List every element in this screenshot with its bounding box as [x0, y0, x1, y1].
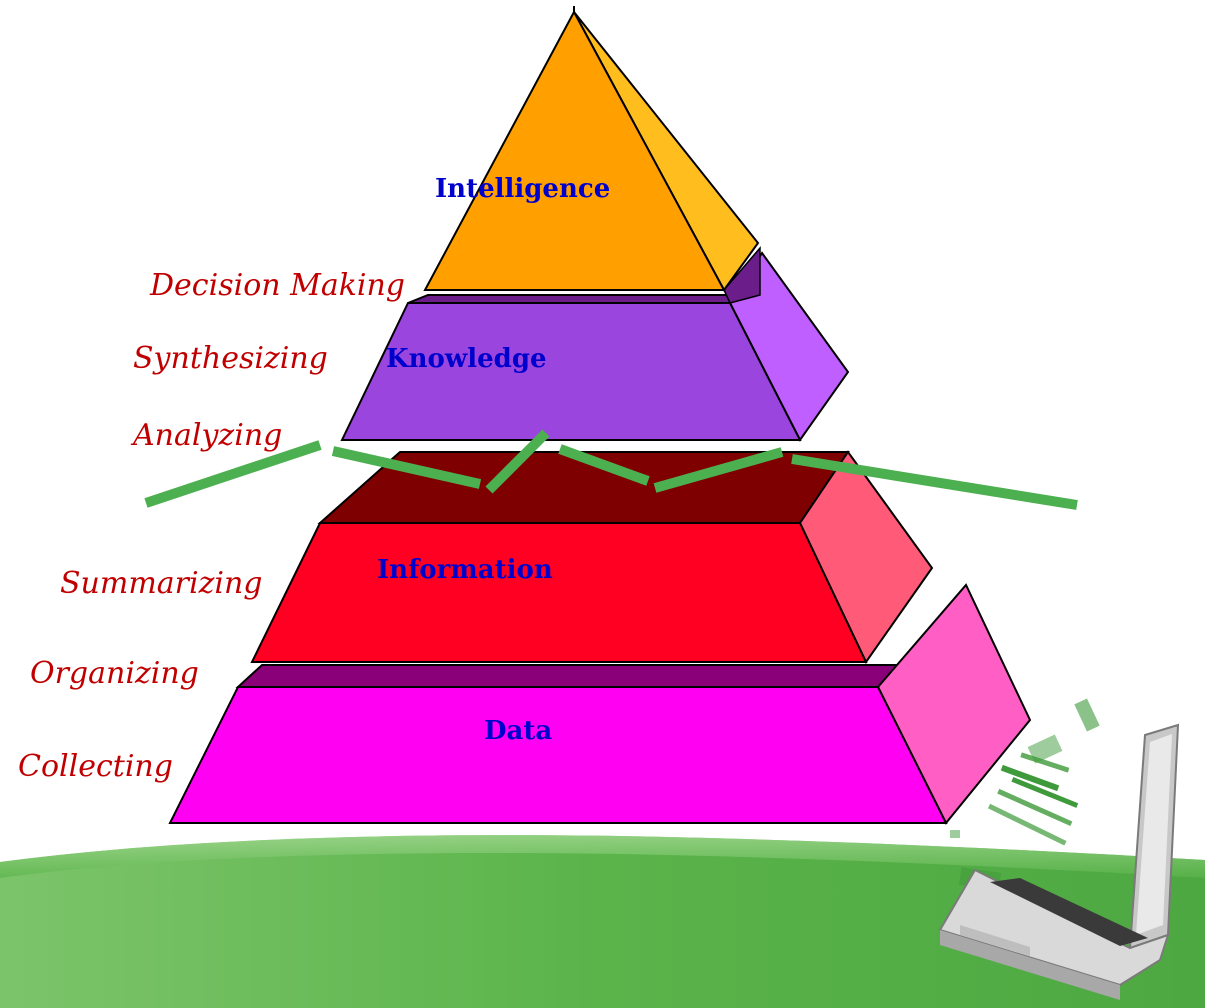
laptop-image	[938, 723, 1180, 1000]
analyzing-label: Analyzing	[130, 418, 282, 453]
data-layer-front	[168, 686, 948, 824]
intelligence-label: Intelligence	[435, 174, 610, 204]
information-layer-front	[250, 522, 868, 663]
layer-intelligence	[423, 6, 761, 304]
apex-front	[423, 9, 726, 291]
collecting-label: Collecting	[18, 749, 173, 784]
layer-data	[168, 583, 1032, 825]
decision-making-label: Decision Making	[149, 268, 405, 303]
information-label: Information	[377, 555, 553, 585]
synthesizing-label: Synthesizing	[133, 341, 328, 376]
divider-line	[144, 429, 1078, 510]
organizing-label: Organizing	[30, 656, 199, 691]
layer-knowledge	[340, 251, 850, 442]
apex-connector	[723, 245, 761, 304]
knowledge-label: Knowledge	[386, 344, 547, 374]
knowledge-layer-front	[340, 302, 802, 441]
data-label: Data	[484, 716, 552, 746]
knowledge-layer-top	[407, 294, 761, 304]
summarizing-label: Summarizing	[60, 566, 263, 601]
data-layer-top	[235, 664, 902, 688]
footer-wave	[0, 835, 1205, 1008]
layer-information	[250, 450, 934, 664]
